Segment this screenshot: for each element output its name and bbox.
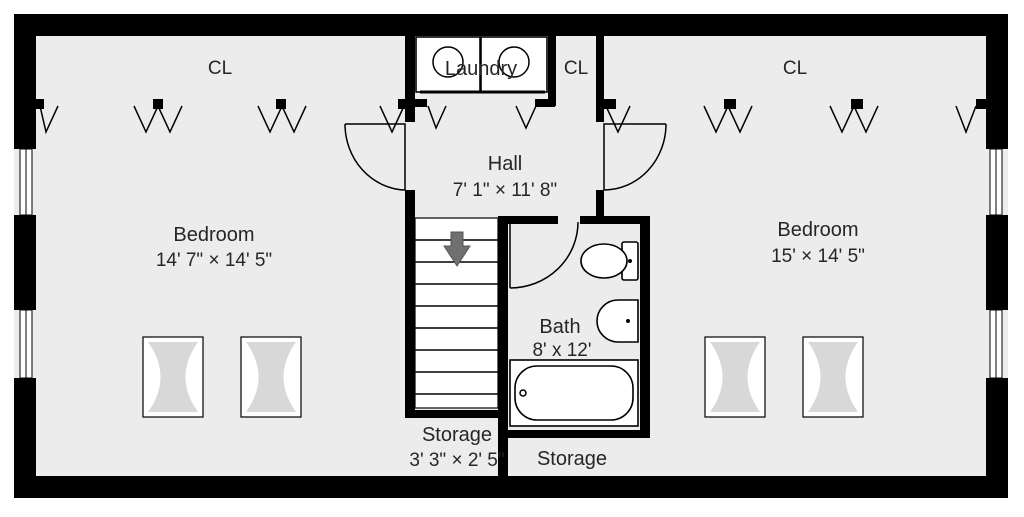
skylights [142,336,864,418]
toilet [580,241,639,281]
bedroom-right-name: Bedroom [777,219,858,241]
closet-doors [39,104,977,135]
bathtub [509,359,639,427]
outer-walls [14,14,1008,498]
sink [596,299,639,343]
interior-walls [36,36,986,476]
storage-left-name: Storage [422,424,492,446]
bedroom-left-name: Bedroom [173,224,254,246]
bath-dimensions: 8' x 12' [532,340,591,361]
bedroom-left-dimensions: 14' 7" × 14' 5" [156,250,272,271]
hall-name: Hall [488,153,522,175]
closet-label-right: CL [783,58,807,79]
laundry-machines [415,36,548,94]
bath-name: Bath [539,316,580,338]
bedroom-right-dimensions: 15' × 14' 5" [771,246,865,267]
storage-right-name: Storage [537,448,607,470]
storage-left-dimensions: 3' 3" × 2' 5" [409,450,504,471]
closet-label-left: CL [208,58,232,79]
laundry-label: Laundry [445,58,517,80]
hall-doors [344,123,667,191]
right-windows [989,148,1003,379]
stair-direction-arrow-icon [443,231,471,267]
hall-dimensions: 7' 1" × 11' 8" [453,180,557,201]
closet-label-center: CL [564,58,588,79]
left-windows [19,148,33,379]
bath-door [509,221,579,289]
